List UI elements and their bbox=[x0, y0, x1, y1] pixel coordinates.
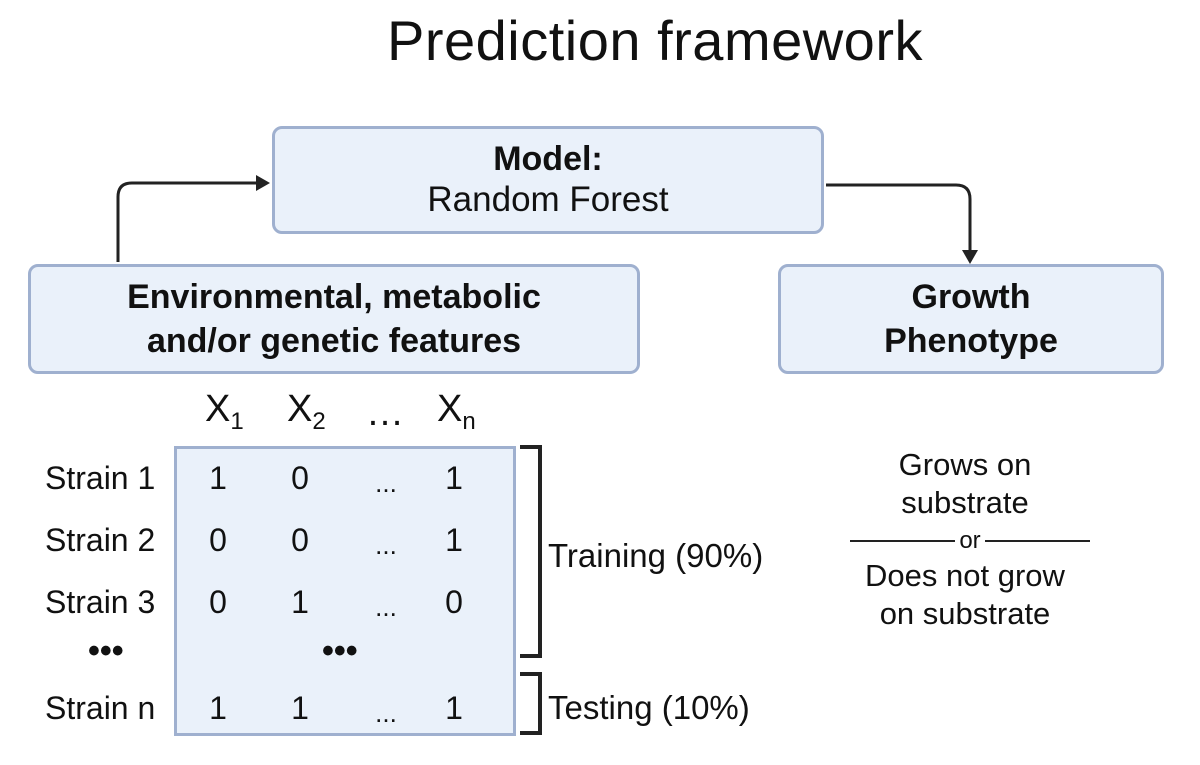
features-to-model-arrow-icon bbox=[116, 175, 270, 262]
feature-matrix bbox=[174, 446, 516, 736]
outcome-positive-line-1: Grows on bbox=[898, 447, 1032, 482]
features-line-2: and/or genetic features bbox=[146, 322, 522, 360]
matrix-cell: 0 bbox=[445, 584, 463, 620]
model-label: Model: bbox=[493, 140, 603, 178]
outcome-negative: Does not grow on substrate bbox=[840, 557, 1090, 633]
column-header-xn: Xn bbox=[437, 388, 476, 435]
matrix-cell: 1 bbox=[445, 522, 463, 558]
separator-line-right bbox=[984, 540, 1090, 542]
model-box: Model: Random Forest bbox=[272, 126, 824, 234]
matrix-cell: ... bbox=[375, 530, 397, 560]
matrix-cell: 0 bbox=[209, 522, 227, 558]
outcome-separator: or bbox=[850, 526, 1090, 556]
column-header-x1: X1 bbox=[205, 388, 244, 435]
matrix-cell: 1 bbox=[445, 690, 463, 726]
separator-line-left bbox=[850, 540, 956, 542]
training-label: Training (90%) bbox=[548, 537, 764, 574]
matrix-cell: 1 bbox=[291, 584, 309, 620]
row-label-strain-1: Strain 1 bbox=[45, 460, 156, 496]
matrix-cell: ... bbox=[375, 468, 397, 498]
page-title: Prediction framework bbox=[387, 9, 923, 72]
matrix-cell: ... bbox=[375, 698, 397, 728]
matrix-cell: 1 bbox=[445, 460, 463, 496]
training-bracket-icon bbox=[520, 445, 542, 658]
matrix-cell: 0 bbox=[291, 522, 309, 558]
matrix-cell: 1 bbox=[291, 690, 309, 726]
testing-label: Testing (10%) bbox=[548, 689, 750, 726]
row-label-strain-n: Strain n bbox=[45, 690, 156, 726]
growth-phenotype-box: Growth Phenotype bbox=[778, 264, 1164, 374]
matrix-row-ellipsis: ••• bbox=[322, 632, 358, 670]
features-box: Environmental, metabolic and/or genetic … bbox=[28, 264, 640, 374]
matrix-cell: ... bbox=[375, 592, 397, 622]
outcome-negative-line-2: on substrate bbox=[879, 596, 1051, 631]
separator-or: or bbox=[959, 527, 981, 554]
row-label-strain-3: Strain 3 bbox=[45, 584, 156, 620]
features-line-1: Environmental, metabolic bbox=[127, 278, 541, 316]
column-header-ellipsis: … bbox=[366, 392, 404, 434]
outcome-negative-line-1: Does not grow bbox=[865, 558, 1065, 593]
model-to-growth-arrow-icon bbox=[826, 183, 978, 264]
growth-line-2: Phenotype bbox=[884, 322, 1058, 360]
matrix-cell: 0 bbox=[209, 584, 227, 620]
matrix-cell: 0 bbox=[291, 460, 309, 496]
matrix-cell: 1 bbox=[209, 460, 227, 496]
column-header-x2: X2 bbox=[287, 388, 326, 435]
outcome-positive: Grows on substrate bbox=[840, 446, 1090, 522]
row-label-ellipsis: ••• bbox=[88, 632, 124, 670]
row-label-strain-2: Strain 2 bbox=[45, 522, 156, 558]
growth-line-1: Growth bbox=[911, 278, 1031, 316]
testing-bracket-icon bbox=[520, 672, 542, 735]
matrix-cell: 1 bbox=[209, 690, 227, 726]
outcome-positive-line-2: substrate bbox=[901, 485, 1029, 520]
model-value: Random Forest bbox=[427, 180, 669, 219]
